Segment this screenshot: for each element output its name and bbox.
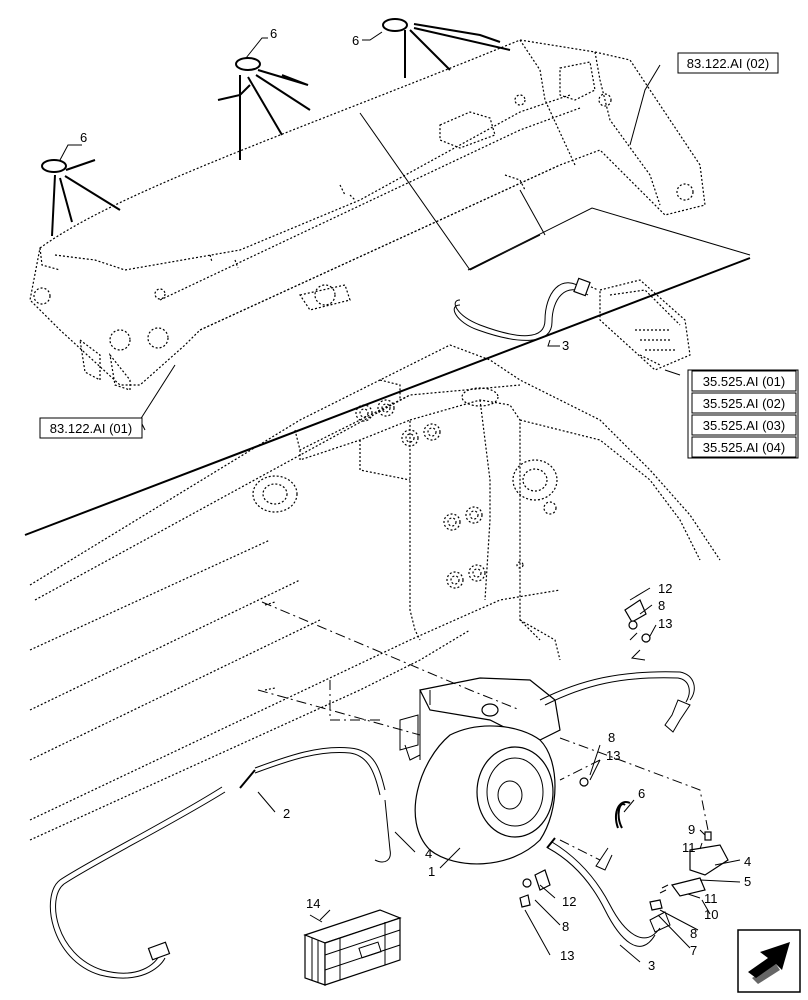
callout-5: 5	[744, 874, 751, 889]
section-lines	[24, 64, 751, 536]
callout-8: 8	[690, 926, 697, 941]
callout-13: 13	[606, 748, 620, 763]
ref-item-module-4[interactable]: 35.525.AI (04)	[691, 436, 797, 458]
hose-reel	[399, 677, 561, 865]
callout-12: 12	[562, 894, 576, 909]
boom-closeup	[29, 344, 721, 841]
callout-13: 13	[658, 616, 672, 631]
ref-list-modules: 35.525.AI (01) 35.525.AI (02) 35.525.AI …	[687, 369, 799, 459]
callout-6: 6	[638, 786, 645, 801]
ref-label-module-4: 35.525.AI (04)	[703, 440, 785, 455]
ref-label-boom-lower: 83.122.AI (01)	[50, 421, 132, 436]
callout-4: 4	[744, 854, 751, 869]
ref-item-module-2[interactable]: 35.525.AI (02)	[691, 392, 797, 414]
callout-11: 11	[682, 840, 696, 855]
callout-14: 14	[306, 896, 320, 911]
callout-9: 9	[688, 822, 695, 837]
callout-13: 13	[560, 948, 574, 963]
clip-rings	[41, 18, 511, 237]
callout-7: 7	[690, 943, 697, 958]
callout-11: 11	[704, 891, 718, 906]
assembly-lines	[257, 601, 711, 861]
leader-lines	[257, 339, 741, 963]
ref-item-module-1[interactable]: 35.525.AI (01)	[691, 370, 797, 392]
callout-12: 12	[658, 581, 672, 596]
callout-6: 6	[270, 26, 277, 41]
control-module	[453, 277, 691, 371]
ref-label-boom-upper: 83.122.AI (02)	[687, 56, 769, 71]
callout-2: 2	[283, 806, 290, 821]
callout-3: 3	[648, 958, 655, 973]
callout-8: 8	[608, 730, 615, 745]
callout-3: 3	[562, 338, 569, 353]
boom-assembly	[29, 39, 706, 391]
ref-label-module-1: 35.525.AI (01)	[703, 374, 785, 389]
callout-8: 8	[562, 919, 569, 934]
ref-label-module-3: 35.525.AI (03)	[703, 418, 785, 433]
ref-label-module-2: 35.525.AI (02)	[703, 396, 785, 411]
ref-box-boom-upper[interactable]: 83.122.AI (02)	[677, 52, 779, 74]
ref-item-module-3[interactable]: 35.525.AI (03)	[691, 414, 797, 436]
next-page-arrow-icon[interactable]	[737, 929, 801, 993]
callout-10: 10	[704, 907, 718, 922]
callout-6: 6	[352, 33, 359, 48]
callout-4: 4	[425, 846, 432, 861]
cables	[49, 671, 695, 979]
hardware-parts	[519, 599, 729, 911]
callout-8: 8	[658, 598, 665, 613]
storage-box	[303, 909, 402, 986]
ref-box-boom-lower[interactable]: 83.122.AI (01)	[39, 417, 143, 439]
callout-1: 1	[428, 864, 435, 879]
callout-numbers: 6 6 6 3 12 8 13 8 13 6 9 11 4 5 11 10 8 …	[80, 26, 751, 973]
callout-6: 6	[80, 130, 87, 145]
